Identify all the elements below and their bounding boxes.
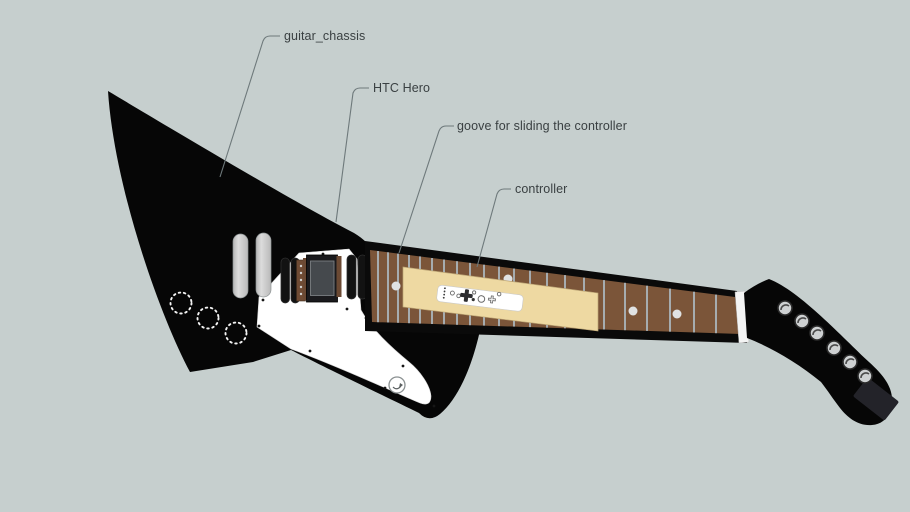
headstock-plate [853, 378, 899, 420]
tuning-pegs [777, 300, 873, 384]
jack-circle [388, 376, 406, 394]
annotation-label-groove: goove for sliding the controller [457, 119, 627, 133]
headstock[interactable] [744, 279, 893, 426]
knob-1 [169, 291, 193, 315]
annotation-label-htc-hero: HTC Hero [373, 81, 431, 95]
phone-htc-hero[interactable] [303, 254, 342, 303]
control-knobs[interactable] [169, 291, 248, 345]
phone-mount-rail-right [336, 256, 342, 297]
leader-controller [476, 188, 511, 268]
plus-button-icon [487, 295, 496, 304]
annotation-label-guitar-chassis: guitar_chassis [284, 29, 366, 43]
leader-htc-hero [335, 87, 369, 223]
slider-posts [232, 232, 272, 299]
leader-guitar-chassis [219, 35, 280, 178]
annotation-label-controller: controller [515, 182, 568, 196]
pickup-right [346, 254, 368, 300]
controller-buttons [442, 287, 502, 304]
leader-groove [398, 125, 454, 254]
dpad-icon [460, 289, 473, 302]
knob-3 [224, 321, 248, 345]
slide-controller[interactable] [436, 284, 524, 312]
leader-lines [219, 35, 511, 268]
phone-mount-rail-left [303, 258, 308, 300]
phone-screen [310, 260, 335, 296]
guitar-body[interactable] [108, 91, 483, 419]
knob-2 [196, 306, 220, 330]
